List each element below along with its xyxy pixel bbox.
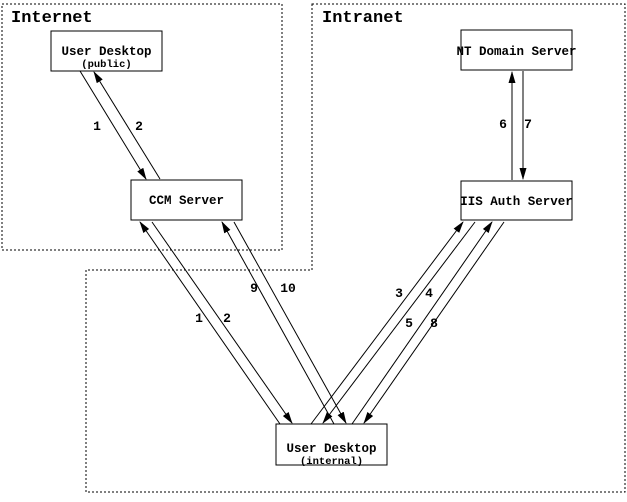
arrow-3-label: 3 (395, 286, 403, 301)
arrow-9 (221, 221, 335, 425)
zone-internet: Internet (1, 3, 283, 251)
arrow-9-label: 9 (250, 281, 258, 296)
node-nt-domain-server-box (460, 29, 573, 71)
arrow-8 (363, 221, 505, 424)
node-user-desktop-internal-subtitle: (internal) (300, 456, 363, 468)
zone-internet-border (1, 3, 283, 251)
zone-intranet-label: Intranet (322, 9, 404, 28)
arrow-internal-2-label: 2 (223, 311, 231, 326)
arrow-3 (310, 221, 464, 425)
node-ccm-server: CCM Server (130, 179, 243, 221)
arrow-8-label: 8 (430, 316, 438, 331)
node-user-desktop-public: User Desktop (public) (50, 30, 163, 72)
arrow-internal-1-label: 1 (195, 311, 203, 326)
node-user-desktop-internal-box (275, 423, 388, 466)
node-iis-auth-server: IIS Auth Server (460, 180, 573, 221)
arrow-10-label: 10 (280, 281, 296, 296)
zone-intranet-border (85, 3, 626, 493)
node-user-desktop-internal-title: User Desktop (286, 442, 376, 456)
arrow-public-2 (93, 71, 161, 180)
node-user-desktop-public-box (50, 30, 163, 72)
arrow-public-2-label: 2 (135, 119, 143, 134)
node-iis-auth-server-title: IIS Auth Server (460, 195, 573, 209)
zone-internet-label: Internet (11, 9, 93, 28)
arrow-5-label: 5 (405, 316, 413, 331)
arrow-10 (233, 221, 347, 424)
node-iis-auth-server-box (460, 180, 573, 221)
arrow-6-label: 6 (499, 117, 507, 132)
node-user-desktop-public-subtitle: (public) (81, 59, 131, 71)
arrow-internal-1 (139, 221, 281, 425)
arrow-public-1 (79, 70, 147, 180)
flow-arrows: 1 2 1 2 9 10 3 4 5 8 6 7 (79, 70, 532, 425)
zone-intranet: Intranet (85, 3, 626, 493)
arrow-5 (351, 221, 493, 425)
node-user-desktop-internal: User Desktop (internal) (275, 423, 388, 468)
arrow-internal-2 (151, 221, 293, 424)
node-nt-domain-server: NT Domain Server (456, 29, 577, 71)
arrow-4 (322, 221, 476, 424)
arrow-4-label: 4 (425, 286, 433, 301)
node-user-desktop-public-title: User Desktop (61, 45, 151, 59)
arrow-7-label: 7 (524, 117, 532, 132)
arrow-public-1-label: 1 (93, 119, 101, 134)
node-nt-domain-server-title: NT Domain Server (456, 45, 576, 59)
node-ccm-server-title: CCM Server (149, 194, 224, 208)
node-ccm-server-box (130, 179, 243, 221)
